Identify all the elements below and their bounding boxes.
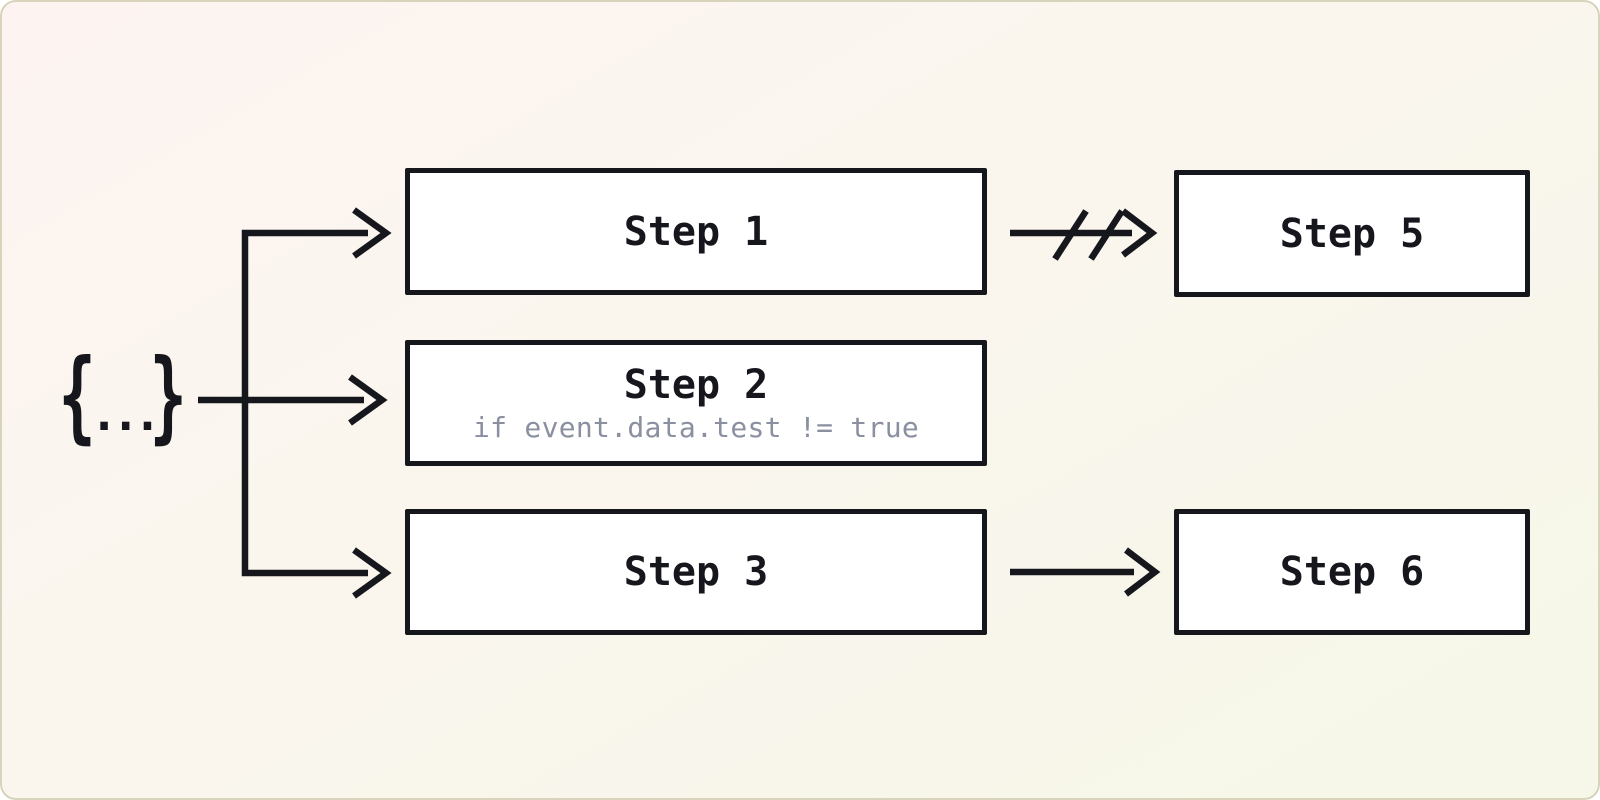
arrowhead-step6 (1124, 547, 1161, 597)
step-1-node: Step 1 (405, 168, 987, 295)
event-payload-icon: { ... } (58, 337, 188, 454)
step-5-node: Step 5 (1174, 170, 1530, 297)
payload-dots: ... (90, 387, 161, 441)
cancel-slash-2 (1088, 209, 1125, 261)
step-3-node: Step 3 (405, 509, 987, 635)
step-2-label: Step 2 (623, 362, 769, 408)
step-2-condition: if event.data.test != true (472, 411, 920, 444)
cancel-slash-1 (1052, 209, 1089, 261)
cancelled-arrowhead (1121, 208, 1158, 258)
step-1-label: Step 1 (623, 208, 769, 255)
step-5-label: Step 5 (1279, 210, 1425, 257)
close-brace: } (149, 337, 188, 454)
open-brace: { (58, 337, 96, 454)
step-2-node: Step 2 if event.data.test != true (405, 340, 987, 466)
arrowhead-step3 (352, 547, 392, 599)
step-6-node: Step 6 (1174, 509, 1530, 635)
step-3-label: Step 3 (623, 549, 769, 595)
arrowhead-step2 (348, 374, 388, 426)
arrowhead-step1 (352, 207, 392, 259)
step-6-label: Step 6 (1279, 549, 1425, 595)
